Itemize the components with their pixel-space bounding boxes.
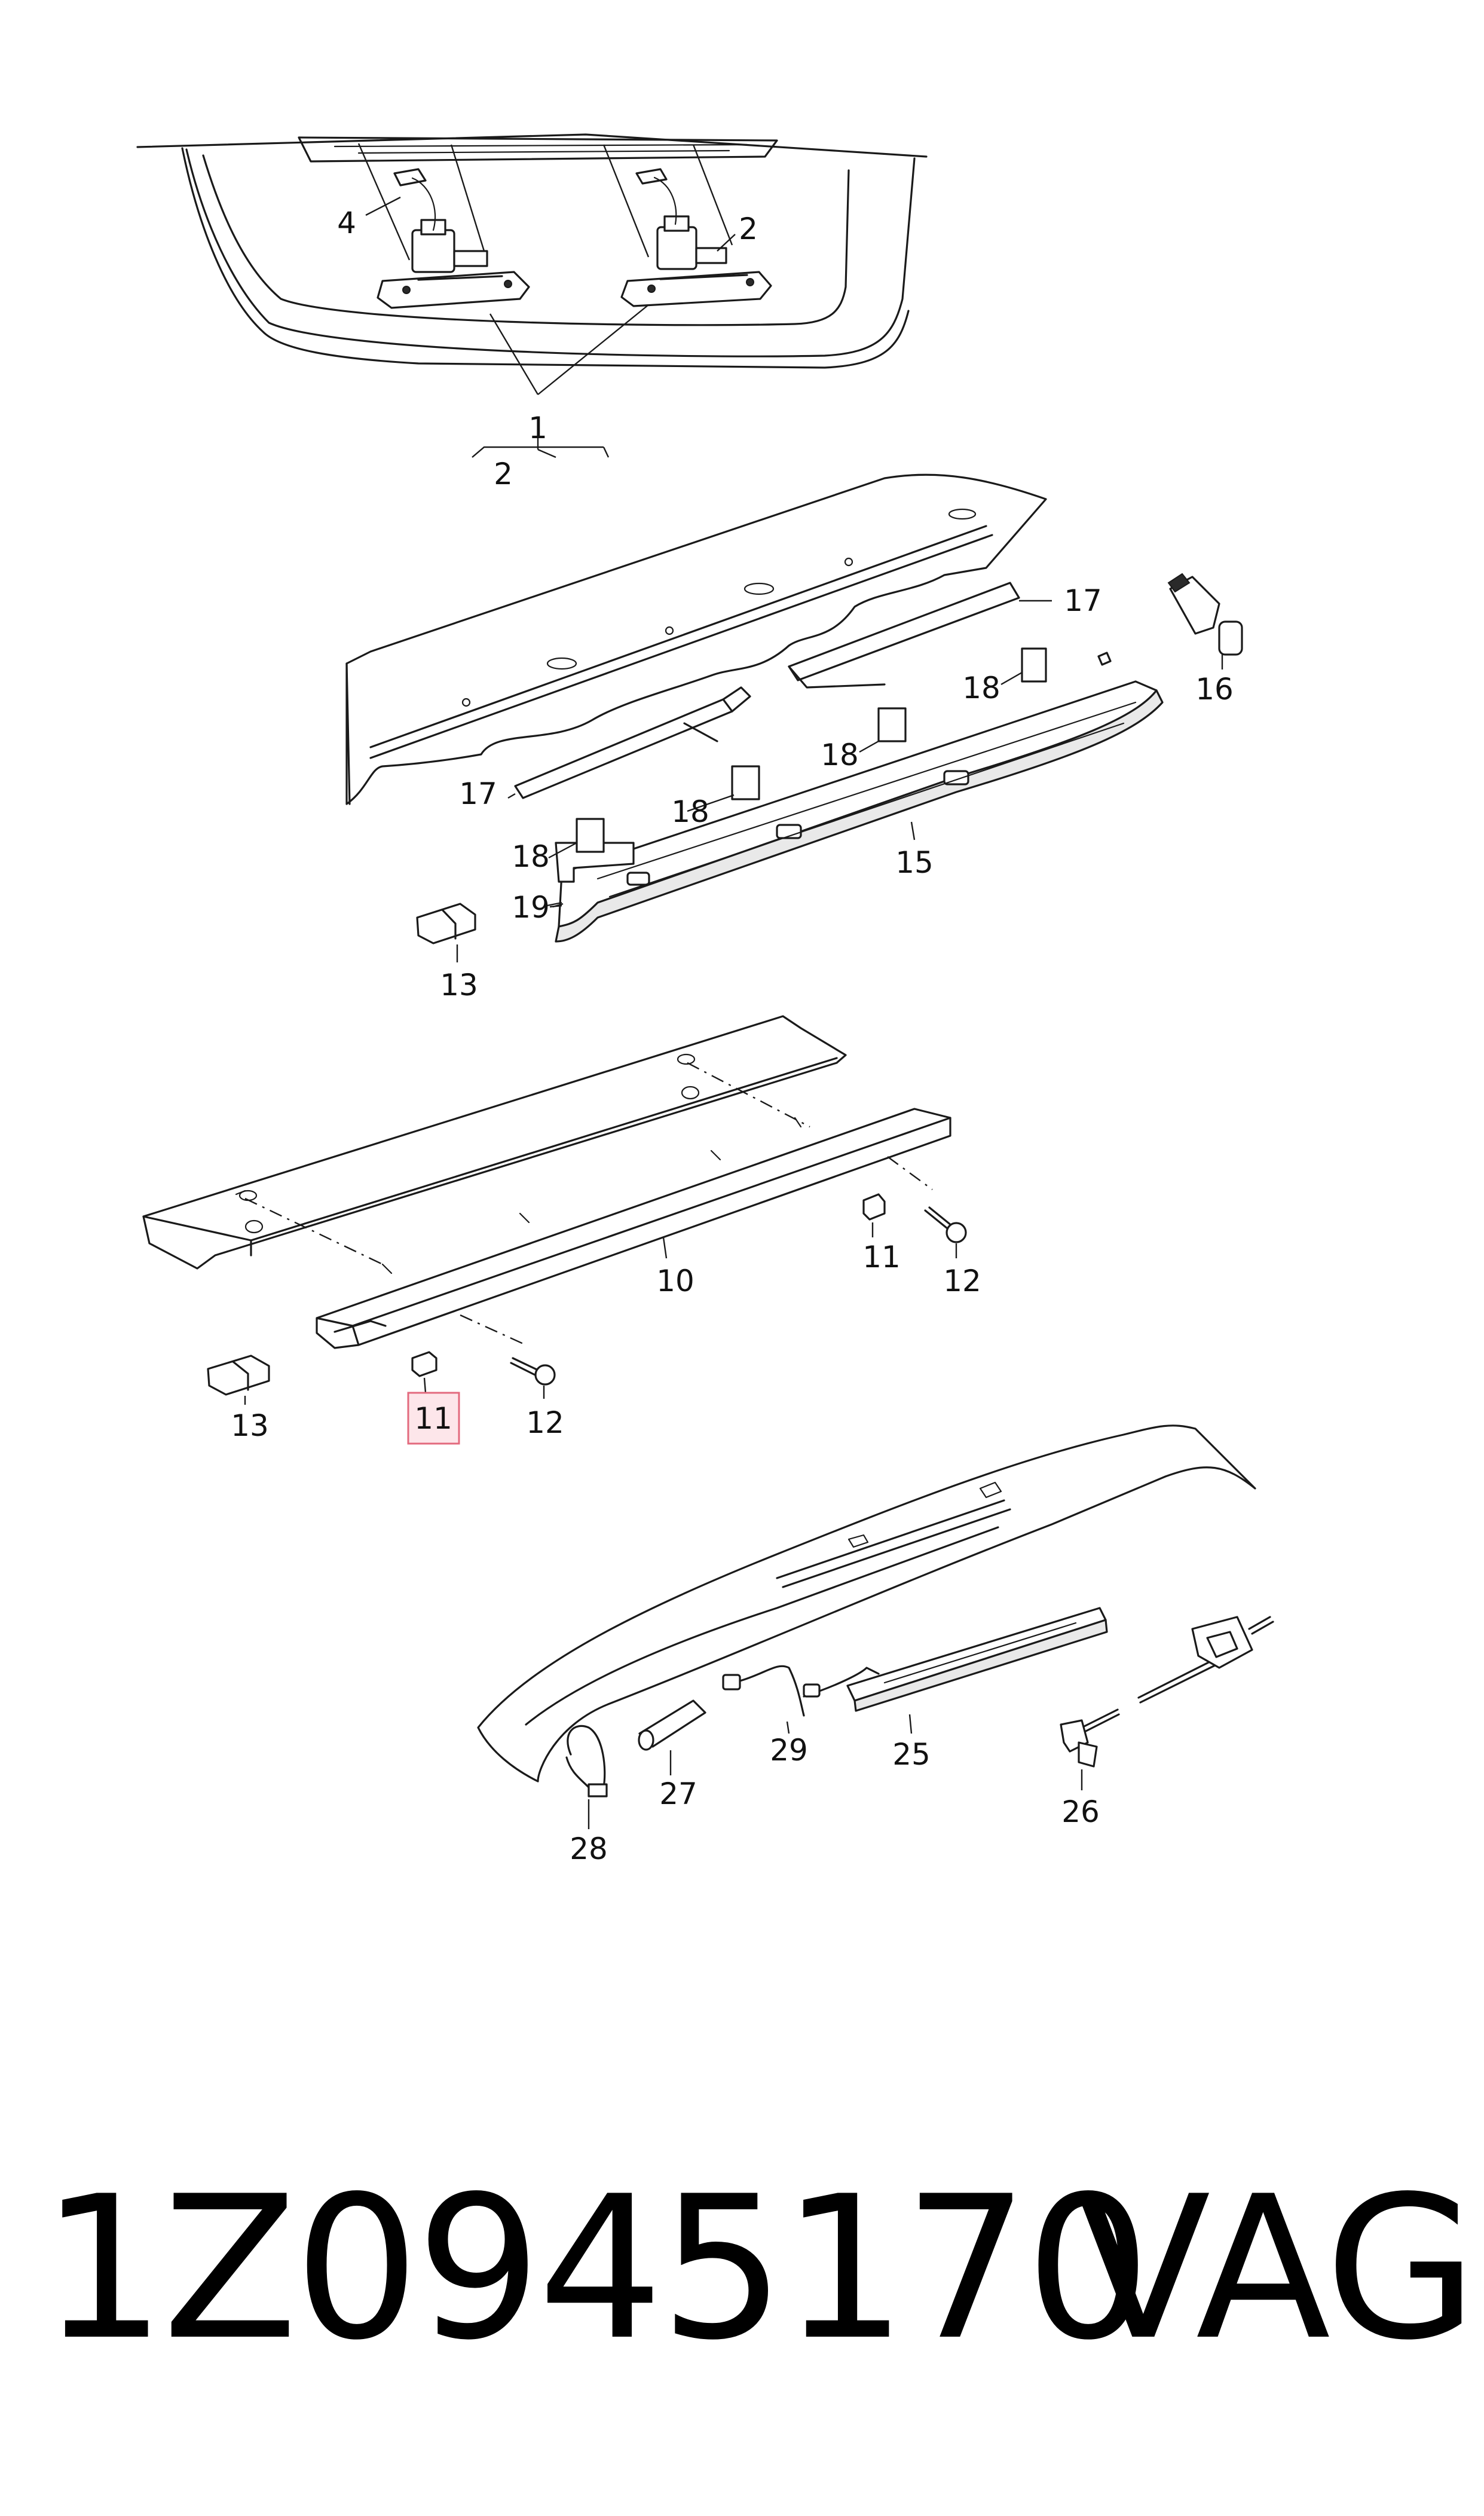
part-number: 1Z0945170 xyxy=(41,2154,1151,2383)
callout-29: 29 xyxy=(770,1733,808,1768)
callout-11: 11 xyxy=(862,1240,901,1274)
rear-spoiler xyxy=(477,1424,1256,1783)
leader-lines-group-a xyxy=(357,143,736,458)
brand-name: VAG xyxy=(1076,2154,1477,2383)
nut-11-right xyxy=(862,1193,886,1221)
callout-28: 28 xyxy=(570,1832,608,1866)
mounting-brackets-18 xyxy=(576,647,1112,853)
leader-lines-group-c xyxy=(244,1222,957,1405)
screw-12-right xyxy=(924,1206,967,1243)
callout-13: 13 xyxy=(231,1408,269,1443)
highlight-box xyxy=(407,1392,460,1445)
spoiler-top-panel xyxy=(345,473,1047,805)
callout-10: 10 xyxy=(656,1264,694,1298)
callout-17: 17 xyxy=(459,776,497,811)
callout-13: 13 xyxy=(440,968,478,1002)
callout-19: 19 xyxy=(512,890,550,925)
cable-tie-28 xyxy=(565,1725,608,1797)
wiring-harness-29 xyxy=(722,1665,880,1717)
callout-15: 15 xyxy=(895,845,934,880)
callout-1: 1 xyxy=(528,411,547,445)
callout-12: 12 xyxy=(943,1264,981,1298)
callout-26: 26 xyxy=(1061,1794,1100,1829)
trim-strip-17-lower xyxy=(514,686,751,799)
leader-lines-group-b xyxy=(456,600,1223,962)
screw-with-bracket xyxy=(1137,1616,1274,1704)
nut-11-left xyxy=(411,1351,437,1377)
callout-12: 12 xyxy=(526,1405,564,1440)
lamp-strip-15 xyxy=(555,680,1164,943)
callout-4: 4 xyxy=(337,206,356,240)
callout-16: 16 xyxy=(1195,672,1234,707)
rear-rail xyxy=(142,1015,847,1270)
callout-27: 27 xyxy=(659,1777,697,1811)
lamp-16 xyxy=(1167,573,1243,656)
cover-10 xyxy=(316,1108,951,1349)
tailgate-interior-panel xyxy=(136,133,928,369)
callout-25: 25 xyxy=(892,1737,931,1772)
callout-labels: 1 2 2 4 17 16 18 18 17 18 18 15 19 13 10… xyxy=(231,206,1234,1866)
lamp-housing-right xyxy=(620,215,772,307)
callout-11-highlighted[interactable]: 11 xyxy=(414,1401,452,1436)
callout-2: 2 xyxy=(739,212,758,246)
callout-18: 18 xyxy=(512,839,550,874)
bulb-holder-4 xyxy=(393,168,677,231)
callout-2: 2 xyxy=(494,457,513,491)
third-brake-light-25 xyxy=(846,1607,1108,1712)
callout-18: 18 xyxy=(821,738,859,772)
callout-17: 17 xyxy=(1064,583,1102,618)
screw-12-left xyxy=(510,1357,556,1386)
dash-lines-group-c xyxy=(244,1062,933,1346)
leader-lines-group-d xyxy=(588,1714,1083,1829)
grommet-26 xyxy=(1060,1708,1120,1768)
callout-18: 18 xyxy=(671,794,709,829)
sleeve-27 xyxy=(638,1699,706,1751)
clip-13-lower xyxy=(207,1355,270,1396)
clip-13-upper xyxy=(416,903,476,944)
lamp-housing-left xyxy=(377,219,530,309)
callout-18: 18 xyxy=(962,671,1000,705)
trim-strip-17-upper xyxy=(788,582,1020,689)
